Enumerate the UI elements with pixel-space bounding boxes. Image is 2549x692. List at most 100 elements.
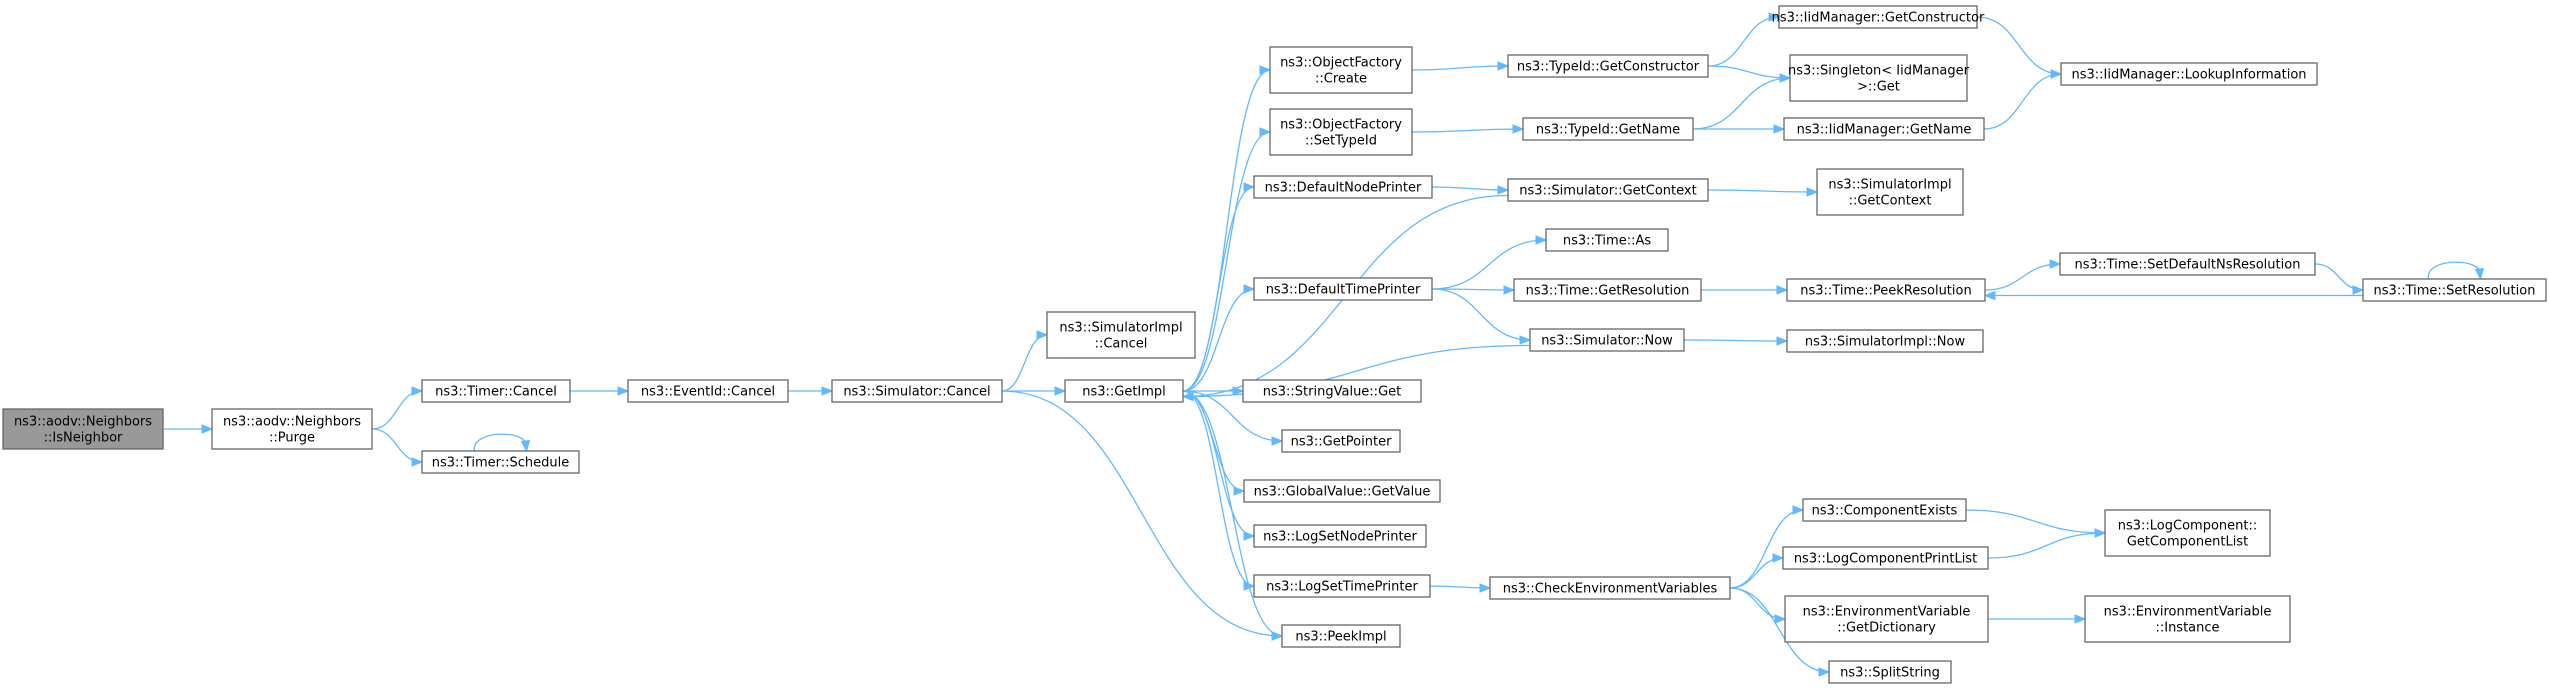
edge-line bbox=[1001, 334, 1048, 392]
call-edges bbox=[162, 12, 2485, 677]
node-label: ns3::StringValue::Get bbox=[1263, 385, 1401, 400]
node-label: ::SetTypeId bbox=[1305, 134, 1377, 149]
node-label: ::Purge bbox=[269, 431, 315, 446]
node-ns3-logsetnodeprinter[interactable]: ns3::LogSetNodePrinter bbox=[1253, 524, 1427, 548]
edge-line bbox=[1692, 77, 1791, 130]
node-ns3-peekimpl[interactable]: ns3::PeekImpl bbox=[1281, 624, 1401, 648]
node-label: ns3::EnvironmentVariable bbox=[1803, 605, 1971, 620]
node-ns3-time-setdefaultnsresolution[interactable]: ns3::Time::SetDefaultNsResolution bbox=[2059, 252, 2316, 276]
edge-n7-to-n9 bbox=[1182, 65, 1272, 392]
node-ns3-defaulttimeprinter[interactable]: ns3::DefaultTimePrinter bbox=[1253, 277, 1433, 301]
node-ns3-objectfactory-create[interactable]: ns3::ObjectFactory::Create bbox=[1269, 46, 1413, 94]
edge-arrowhead bbox=[1243, 284, 1256, 294]
node-ns3-simulatorimpl-getcontext[interactable]: ns3::SimulatorImpl::GetContext bbox=[1816, 168, 1964, 216]
node-box bbox=[2, 408, 164, 450]
node-label: ns3::DefaultTimePrinter bbox=[1266, 283, 1421, 298]
node-ns3-time-getresolution[interactable]: ns3::Time::GetResolution bbox=[1513, 278, 1702, 302]
node-ns3-singleton-iidmanager-get[interactable]: ns3::Singleton< IidManager >::Get bbox=[1788, 54, 1970, 102]
edge-n20-to-n28 bbox=[1707, 187, 1819, 197]
node-box bbox=[1828, 660, 1952, 684]
node-label: ns3::LogComponentPrintList bbox=[1794, 552, 1977, 567]
node-ns3-aodv-neighbors-isneighbor[interactable]: ns3::aodv::Neighbors::IsNeighbor bbox=[2, 408, 164, 450]
node-ns3-objectfactory-settypeid[interactable]: ns3::ObjectFactory::SetTypeId bbox=[1269, 108, 1413, 156]
edge-arrowhead bbox=[1768, 12, 1781, 22]
edge-n18-to-n25 bbox=[1707, 12, 1781, 67]
edge-line bbox=[1411, 65, 1509, 71]
node-ns3-iidmanager-lookupinformation[interactable]: ns3::IidManager::LookupInformation bbox=[2060, 62, 2318, 86]
node-ns3-simulator-cancel[interactable]: ns3::Simulator::Cancel bbox=[831, 379, 1003, 403]
node-box bbox=[2104, 509, 2271, 557]
edge-arrowhead bbox=[821, 386, 834, 396]
node-ns3-timer-schedule[interactable]: ns3::Timer::Schedule bbox=[421, 450, 580, 474]
edge-arrowhead bbox=[2074, 614, 2087, 624]
node-ns3-simulatorimpl-cancel[interactable]: ns3::SimulatorImpl::Cancel bbox=[1046, 311, 1196, 359]
node-ns3-logcomponent-getcomponentlist[interactable]: ns3::LogComponent::GetComponentList bbox=[2104, 509, 2271, 557]
node-ns3-checkenvironmentvariables[interactable]: ns3::CheckEnvironmentVariables bbox=[1489, 576, 1731, 600]
node-ns3-defaultnodeprinter[interactable]: ns3::DefaultNodePrinter bbox=[1253, 175, 1433, 199]
edge-line bbox=[1182, 69, 1271, 392]
node-ns3-time-as[interactable]: ns3::Time::As bbox=[1545, 228, 1669, 252]
node-ns3-iidmanager-getconstructor[interactable]: ns3::IidManager::GetConstructor bbox=[1772, 5, 1985, 29]
node-ns3-componentexists[interactable]: ns3::ComponentExists bbox=[1802, 498, 1967, 522]
node-label: ::Instance bbox=[2155, 621, 2219, 636]
node-ns3-eventid-cancel[interactable]: ns3::EventId::Cancel bbox=[627, 379, 789, 403]
node-box bbox=[1281, 429, 1401, 453]
edge-n10-to-n19 bbox=[1411, 124, 1525, 134]
edge-arrowhead bbox=[1479, 583, 1492, 593]
edge-n32-to-n38 bbox=[1987, 528, 2107, 559]
edge-arrowhead bbox=[520, 440, 531, 453]
node-ns3-simulator-now[interactable]: ns3::Simulator::Now bbox=[1529, 328, 1685, 352]
node-ns3-getimpl[interactable]: ns3::GetImpl bbox=[1064, 379, 1184, 403]
edge-line bbox=[1182, 390, 1283, 442]
edge-arrowhead bbox=[1512, 124, 1525, 134]
node-box bbox=[1489, 576, 1731, 600]
node-label: ns3::DefaultNodePrinter bbox=[1265, 181, 1422, 196]
node-box bbox=[1802, 498, 1967, 522]
node-box bbox=[1507, 54, 1709, 78]
node-ns3-simulatorimpl-now[interactable]: ns3::SimulatorImpl::Now bbox=[1786, 329, 1984, 353]
node-ns3-globalvalue-getvalue[interactable]: ns3::GlobalValue::GetValue bbox=[1243, 479, 1441, 503]
edge-line bbox=[1729, 587, 1786, 620]
edge-arrowhead bbox=[1776, 336, 1789, 346]
node-ns3-environmentvariable-instance[interactable]: ns3::EnvironmentVariable::Instance bbox=[2084, 595, 2291, 643]
node-label: ::Cancel bbox=[1095, 337, 1148, 352]
node-ns3-typeid-getname[interactable]: ns3::TypeId::GetName bbox=[1522, 117, 1694, 141]
edge-n24-to-n33 bbox=[1729, 587, 1787, 624]
edge-line bbox=[1983, 73, 2062, 130]
node-label: ns3::Time::GetResolution bbox=[1526, 284, 1690, 299]
edge-n7-to-n11 bbox=[1182, 182, 1256, 392]
edge-n27-to-n35 bbox=[1983, 69, 2063, 130]
node-ns3-getpointer[interactable]: ns3::GetPointer bbox=[1281, 429, 1401, 453]
node-box bbox=[421, 450, 580, 474]
node-label: >::Get bbox=[1857, 80, 1900, 95]
node-label: ns3::GetImpl bbox=[1082, 385, 1166, 400]
node-box bbox=[1243, 479, 1441, 503]
edge-line bbox=[1431, 239, 1547, 290]
edge-arrowhead bbox=[1779, 73, 1792, 83]
edge-arrowhead bbox=[1535, 235, 1548, 245]
node-ns3-splitstring[interactable]: ns3::SplitString bbox=[1828, 660, 1952, 684]
node-ns3-timer-cancel[interactable]: ns3::Timer::Cancel bbox=[421, 379, 571, 403]
edge-line bbox=[1707, 65, 1791, 79]
edge-arrowhead bbox=[1792, 505, 1805, 515]
edge-arrowhead bbox=[411, 457, 424, 467]
node-box bbox=[211, 408, 373, 450]
node-ns3-iidmanager-getname[interactable]: ns3::IidManager::GetName bbox=[1783, 117, 1985, 141]
node-ns3-time-peekresolution[interactable]: ns3::Time::PeekResolution bbox=[1786, 278, 1986, 302]
node-ns3-simulator-getcontext[interactable]: ns3::Simulator::GetContext bbox=[1507, 178, 1709, 202]
node-box bbox=[2059, 252, 2316, 276]
node-ns3-time-setresolution[interactable]: ns3::Time::SetResolution bbox=[2362, 278, 2547, 302]
edge-arrowhead bbox=[1773, 124, 1786, 134]
node-ns3-aodv-neighbors-purge[interactable]: ns3::aodv::Neighbors::Purge bbox=[211, 408, 373, 450]
node-ns3-typeid-getconstructor[interactable]: ns3::TypeId::GetConstructor bbox=[1507, 54, 1709, 78]
node-label: ns3::Time::SetDefaultNsResolution bbox=[2075, 258, 2301, 273]
node-label: ns3::aodv::Neighbors bbox=[223, 415, 361, 430]
edge-line bbox=[2314, 263, 2364, 291]
node-ns3-environmentvariable-getdictionary[interactable]: ns3::EnvironmentVariable::GetDictionary bbox=[1784, 595, 1989, 643]
edge-line bbox=[1182, 131, 1271, 392]
node-ns3-logcomponentprintlist[interactable]: ns3::LogComponentPrintList bbox=[1782, 546, 1989, 570]
edge-arrowhead bbox=[1271, 631, 1284, 641]
edge-line bbox=[1976, 16, 2062, 75]
node-ns3-stringvalue-get[interactable]: ns3::StringValue::Get bbox=[1242, 379, 1422, 403]
node-ns3-logsettimeprinter[interactable]: ns3::LogSetTimePrinter bbox=[1253, 574, 1431, 598]
